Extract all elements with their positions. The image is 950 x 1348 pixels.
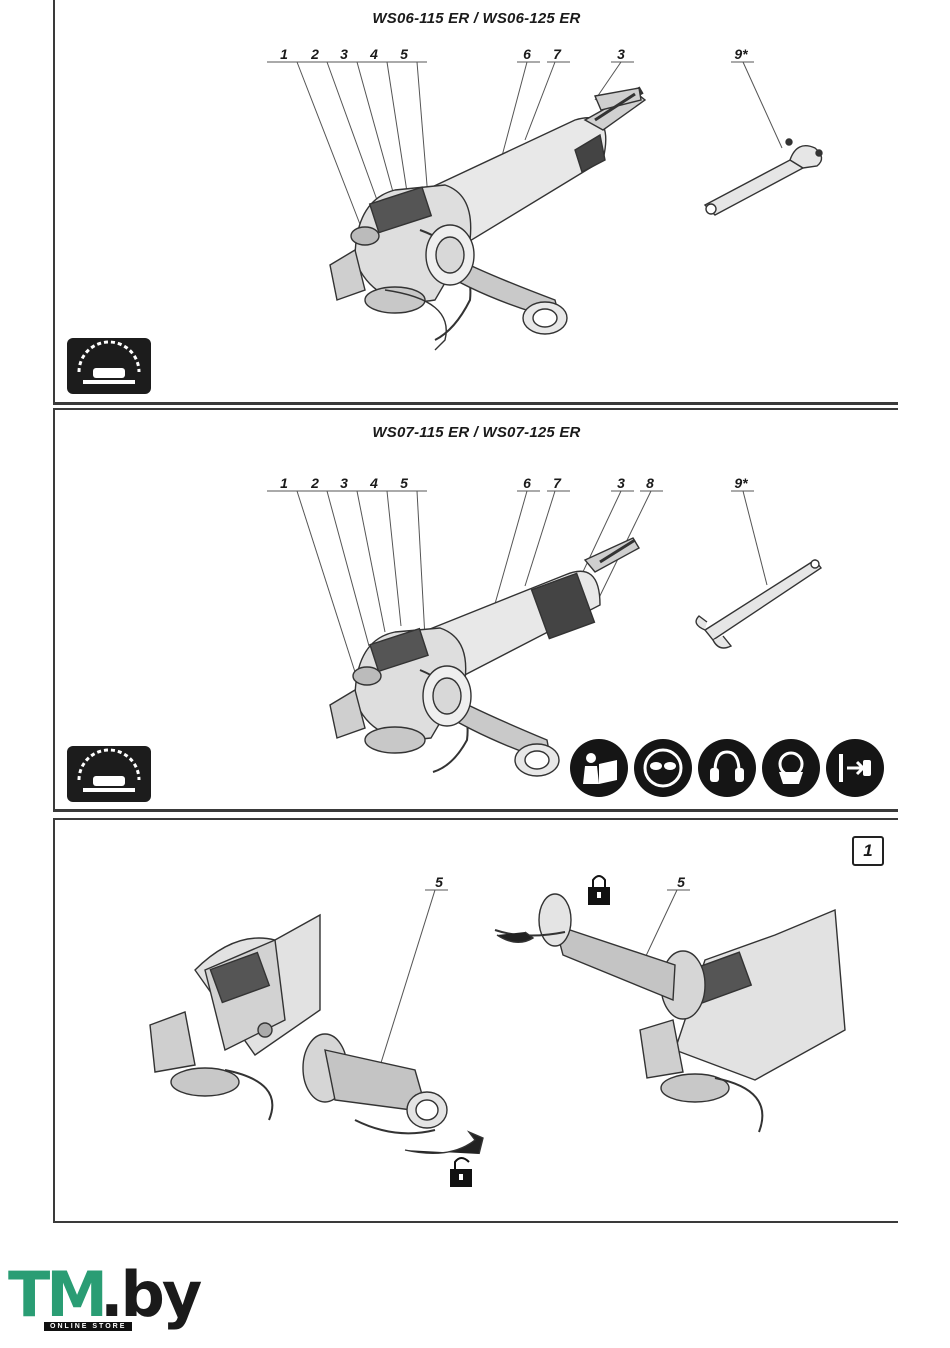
speed-dial-badge — [67, 338, 151, 394]
panel-handle-mounting: 1 5 5 — [53, 818, 898, 1223]
ear-protection-icon — [698, 739, 756, 797]
tm-by-logo[interactable]: TM .by ONLINE STORE — [8, 1262, 178, 1338]
lock-closed-icon — [589, 876, 609, 904]
spanner-drawing — [696, 560, 821, 648]
read-manual-icon — [570, 739, 628, 797]
spanner-drawing — [705, 139, 822, 215]
logo-by-text: .by — [100, 1262, 199, 1328]
safety-icons — [570, 739, 884, 797]
handle-mounting-illustration — [55, 820, 900, 1225]
unplug-icon — [826, 739, 884, 797]
lock-open-icon — [451, 1158, 471, 1186]
speed-dial-icon — [67, 338, 151, 394]
logo-tm-text: TM — [8, 1262, 104, 1328]
logo-tagline: ONLINE STORE — [44, 1322, 132, 1331]
angle-grinder-illustration — [55, 0, 900, 405]
panel-ws07: WS07-115 ER / WS07-125 ER 1 2 3 4 5 6 7 … — [53, 408, 898, 812]
speed-dial-icon — [67, 746, 151, 802]
panel-ws06: WS06-115 ER / WS06-125 ER 1 2 3 4 5 6 7 … — [53, 0, 898, 405]
speed-dial-badge — [67, 746, 151, 802]
safety-goggles-icon — [634, 739, 692, 797]
dust-mask-icon — [762, 739, 820, 797]
